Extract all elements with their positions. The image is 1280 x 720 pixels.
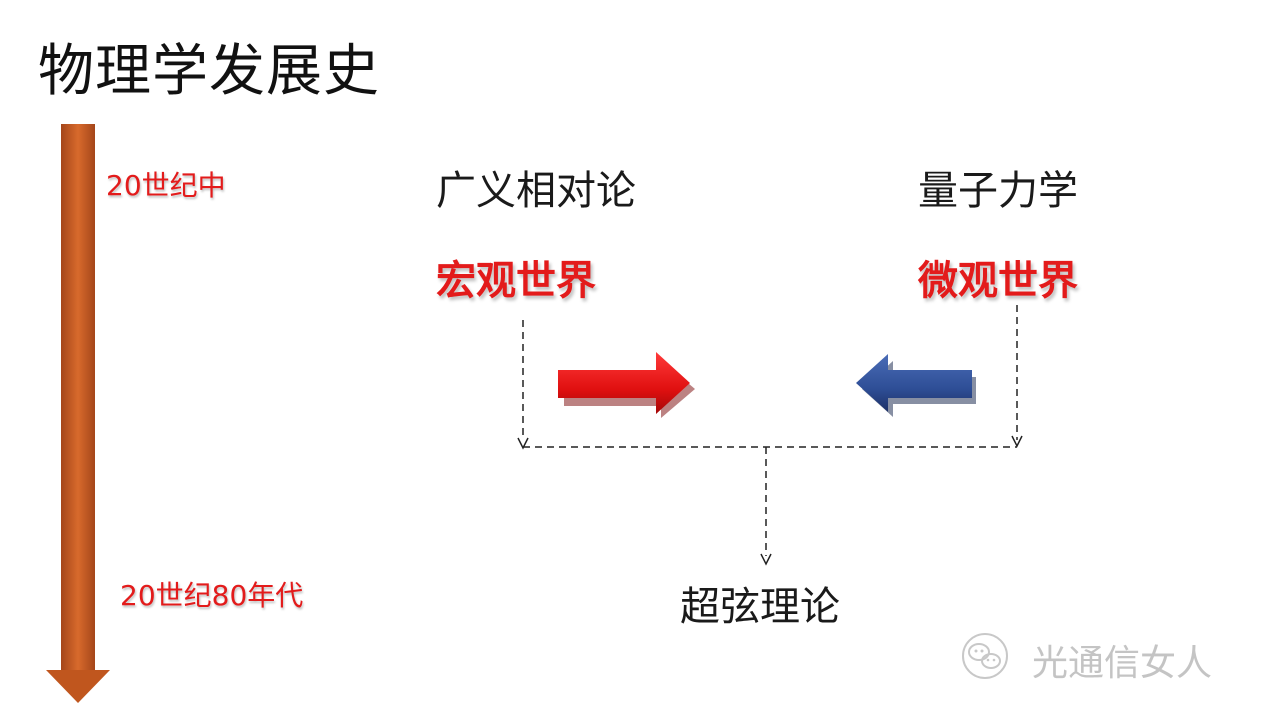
red-arrow-right (558, 352, 695, 418)
left-theory-label: 广义相对论 (436, 168, 636, 214)
timeline-end-label: 20世纪80年代 (120, 579, 304, 612)
dashed-connectors (522, 305, 1018, 556)
result-theory-label: 超弦理论 (680, 584, 840, 630)
wechat-icon (962, 633, 1008, 679)
right-theory-label: 量子力学 (918, 168, 1078, 214)
left-scope-label: 宏观世界 (436, 258, 596, 304)
right-scope-label: 微观世界 (918, 258, 1078, 304)
timeline-start-label: 20世纪中 (106, 169, 226, 202)
timeline-arrow (46, 124, 110, 703)
page-title: 物理学发展史 (38, 39, 380, 104)
connector-arrowheads (517, 435, 1023, 566)
blue-arrow-left (856, 354, 976, 417)
watermark-text: 光通信女人 (1032, 643, 1213, 684)
watermark: 光通信女人 (960, 632, 1212, 684)
